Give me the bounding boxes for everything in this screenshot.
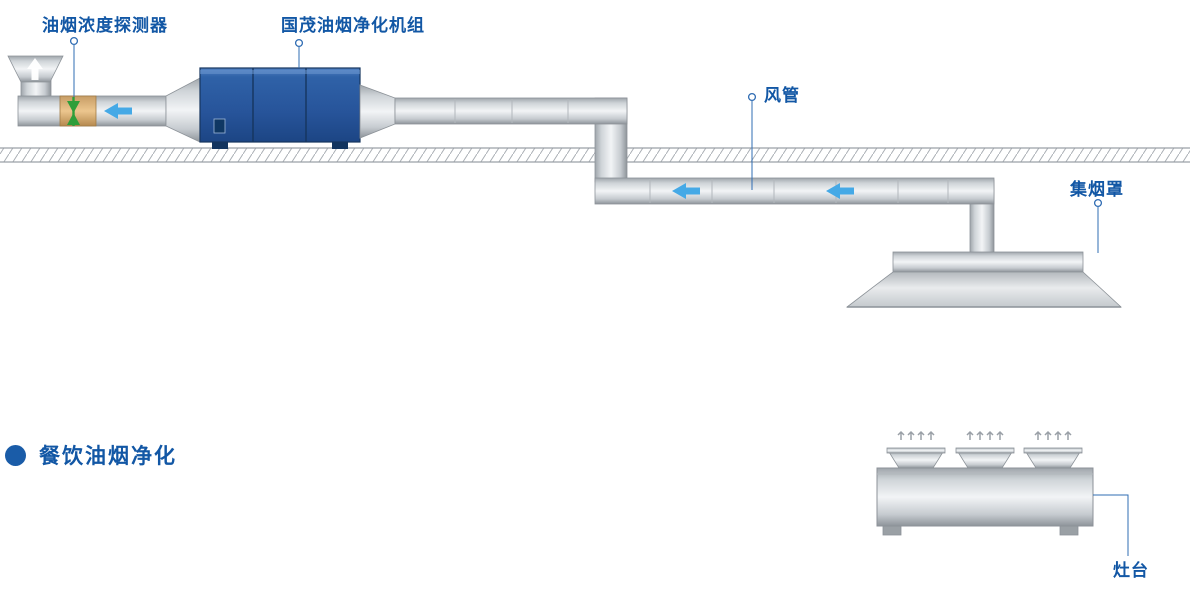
- inlet-duct: [17, 77, 201, 143]
- hood-leader: [1093, 198, 1103, 253]
- smoke-hood: [845, 251, 1123, 308]
- steam-arrows-icon: [897, 431, 1072, 441]
- unit-nameplate: [213, 118, 226, 134]
- detector-label: 油烟浓度探测器: [42, 16, 168, 35]
- title-bullet-icon: [5, 444, 26, 466]
- inlet-transition: [165, 77, 201, 143]
- upper-duct: [394, 97, 628, 183]
- duct-leader: [747, 92, 757, 190]
- stove-label: 灶台: [1113, 561, 1149, 580]
- section-title: 餐饮油烟净化: [5, 440, 177, 470]
- section-title-text: 餐饮油烟净化: [39, 445, 177, 468]
- flow-arrow-left-icon: [104, 103, 132, 119]
- flow-arrow-left-icon: [672, 183, 700, 199]
- up-arrow-icon: [27, 58, 43, 80]
- exhaust-outlet: [7, 55, 64, 103]
- duct-label: 风管: [764, 86, 800, 105]
- outlet-transition: [359, 84, 396, 139]
- lower-duct: [594, 177, 995, 255]
- hood-label: 集烟罩: [1070, 180, 1124, 199]
- stove: [876, 431, 1094, 536]
- detector-leader: [69, 36, 79, 97]
- stove-leader: [1093, 494, 1129, 556]
- burner: [886, 447, 946, 469]
- burner: [955, 447, 1015, 469]
- flow-arrow-left-icon: [826, 183, 854, 199]
- burner: [1023, 447, 1083, 469]
- purifier-leader: [294, 38, 304, 68]
- detector-duct-section: [59, 95, 97, 127]
- fume-detector: [67, 97, 80, 126]
- purifier-label: 国茂油烟净化机组: [281, 16, 425, 35]
- purifier-unit: [199, 67, 396, 149]
